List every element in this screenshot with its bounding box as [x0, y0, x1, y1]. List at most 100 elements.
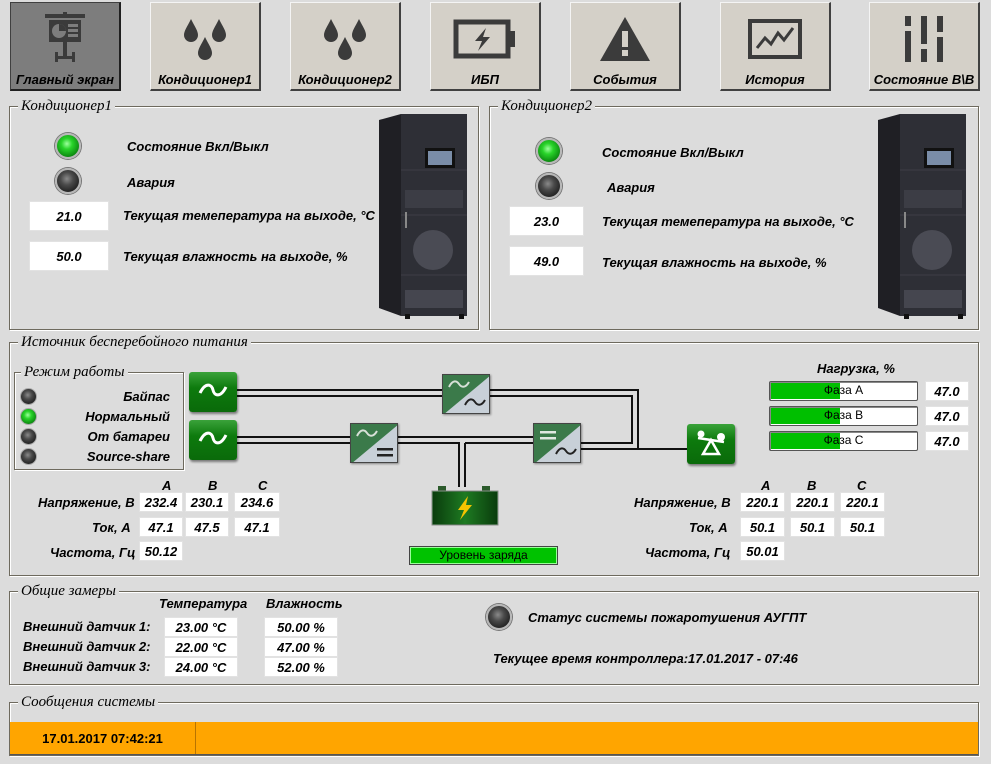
ac1-alarm-label: Авария — [127, 175, 175, 190]
message-row[interactable]: 17.01.2017 07:42:21 — [10, 722, 978, 755]
in-phase-a-header: A — [162, 478, 172, 493]
mode-label: От батареи — [87, 429, 170, 444]
sensor-label: Внешний датчик 2: — [23, 639, 151, 654]
sensor-temp: 22.00 °C — [164, 637, 238, 657]
mode-label: Нормальный — [85, 409, 170, 424]
out-current-b: 50.1 — [790, 517, 835, 537]
ac1-state-led — [55, 133, 81, 159]
fire-status-label: Статус системы пожаротушения АУГПТ — [528, 610, 807, 625]
mode-label: Source-share — [86, 449, 170, 464]
in-current-label: Ток, А — [92, 520, 131, 535]
measurements-title: Общие замеры — [18, 583, 119, 599]
in-freq-value: 50.12 — [139, 541, 183, 561]
nav-label: Состояние В\В — [873, 72, 975, 87]
nav-label: Кондиционер1 — [158, 72, 252, 87]
sensor-humidity: 47.00 % — [264, 637, 338, 657]
nav-history[interactable]: История — [720, 2, 831, 91]
ac2-cabinet-image — [874, 110, 969, 325]
in-voltage-b: 230.1 — [185, 492, 229, 512]
ac2-temp-value: 23.0 — [509, 206, 584, 236]
warning-icon — [571, 11, 679, 67]
out-freq-value: 50.01 — [740, 541, 785, 561]
in-current-b: 47.5 — [185, 517, 229, 537]
mode-label: Байпас — [123, 389, 170, 404]
charge-level-bar: Уровень заряда — [409, 546, 558, 565]
nav-ac1[interactable]: Кондиционер1 — [150, 2, 261, 91]
nav-io-state[interactable]: Состояние В\В — [869, 2, 980, 91]
in-voltage-a: 232.4 — [139, 492, 183, 512]
ac2-panel: Кондиционер2 — [489, 98, 979, 330]
out-voltage-c: 220.1 — [840, 492, 885, 512]
sliders-icon — [870, 11, 978, 67]
load-bar: Фаза A — [769, 381, 918, 401]
load-bar-label: Фаза C — [823, 433, 864, 447]
ac-wave-icon — [198, 383, 228, 402]
load-bar: Фаза B — [769, 406, 918, 426]
load-value: 47.0 — [925, 431, 969, 451]
in-phase-c-header: C — [258, 478, 268, 493]
ups-mode-title: Режим работы — [21, 364, 128, 380]
ac2-state-label: Состояние Вкл/Выкл — [602, 145, 744, 160]
nav-main-screen[interactable]: Главный экран — [10, 2, 121, 91]
battery-icon — [431, 11, 539, 67]
ups-title: Источник бесперебойного питания — [18, 334, 251, 350]
in-current-a: 47.1 — [139, 517, 183, 537]
inverter-icon — [533, 423, 581, 463]
controller-time: Текущее время контроллера:17.01.2017 - 0… — [493, 651, 798, 666]
measurements-panel: Общие замеры — [9, 583, 979, 685]
ac2-alarm-label: Авария — [607, 180, 655, 195]
chart-icon — [721, 11, 829, 67]
ac2-title: Кондиционер2 — [498, 98, 596, 114]
ac1-alarm-led — [55, 168, 81, 194]
sensor-humidity: 52.00 % — [264, 657, 338, 677]
load-value: 47.0 — [925, 406, 969, 426]
nav-label: История — [745, 72, 805, 87]
presentation-icon — [11, 11, 119, 67]
nav-ups[interactable]: ИБП — [430, 2, 541, 91]
mode-led — [20, 428, 37, 445]
bypass-input-block — [189, 372, 237, 412]
messages-panel: Сообщения системы — [9, 694, 979, 756]
load-bar-fill — [771, 433, 841, 449]
load-bar: Фаза C — [769, 431, 918, 451]
load-bar-fill — [771, 408, 841, 424]
message-time: 17.01.2017 07:42:21 — [10, 722, 196, 754]
ac1-cabinet-image — [375, 110, 470, 325]
ac2-state-led — [536, 138, 562, 164]
messages-title: Сообщения системы — [18, 694, 159, 710]
nav-events[interactable]: События — [570, 2, 681, 91]
ac2-temp-label: Текущая темепература на выходе, °C — [602, 214, 854, 229]
nav-label: Главный экран — [16, 72, 114, 87]
out-phase-c-header: C — [857, 478, 867, 493]
in-voltage-c: 234.6 — [234, 492, 280, 512]
in-freq-label: Частота, Гц — [50, 545, 136, 560]
load-value: 47.0 — [925, 381, 969, 401]
out-voltage-a: 220.1 — [740, 492, 785, 512]
out-current-a: 50.1 — [740, 517, 785, 537]
col-temperature-header: Температура — [159, 596, 248, 611]
ac1-state-label: Состояние Вкл/Выкл — [127, 139, 269, 154]
col-humidity-header: Влажность — [266, 596, 343, 611]
ac2-hum-label: Текущая влажность на выходе, % — [602, 255, 827, 270]
lightning-icon — [458, 496, 472, 520]
nav-ac2[interactable]: Кондиционер2 — [290, 2, 401, 91]
sensor-label: Внешний датчик 1: — [23, 619, 151, 634]
ac1-hum-value: 50.0 — [29, 241, 109, 271]
out-voltage-label: Напряжение, В — [634, 495, 731, 510]
load-block — [687, 424, 735, 464]
sensor-temp: 23.00 °C — [164, 617, 238, 637]
mode-led — [20, 448, 37, 465]
in-voltage-label: Напряжение, В — [38, 495, 135, 510]
load-bar-label: Фаза B — [823, 408, 864, 422]
load-balance-icon — [695, 428, 727, 461]
ac1-panel: Кондиционер1 — [9, 98, 479, 330]
sensor-temp: 24.00 °C — [164, 657, 238, 677]
out-voltage-b: 220.1 — [790, 492, 835, 512]
out-freq-label: Частота, Гц — [645, 545, 731, 560]
main-input-block — [189, 420, 237, 460]
mode-led — [20, 408, 37, 425]
battery-block — [430, 486, 500, 528]
load-bar-fill — [771, 383, 841, 399]
ac1-temp-label: Текущая темепература на выходе, °C — [123, 208, 375, 223]
